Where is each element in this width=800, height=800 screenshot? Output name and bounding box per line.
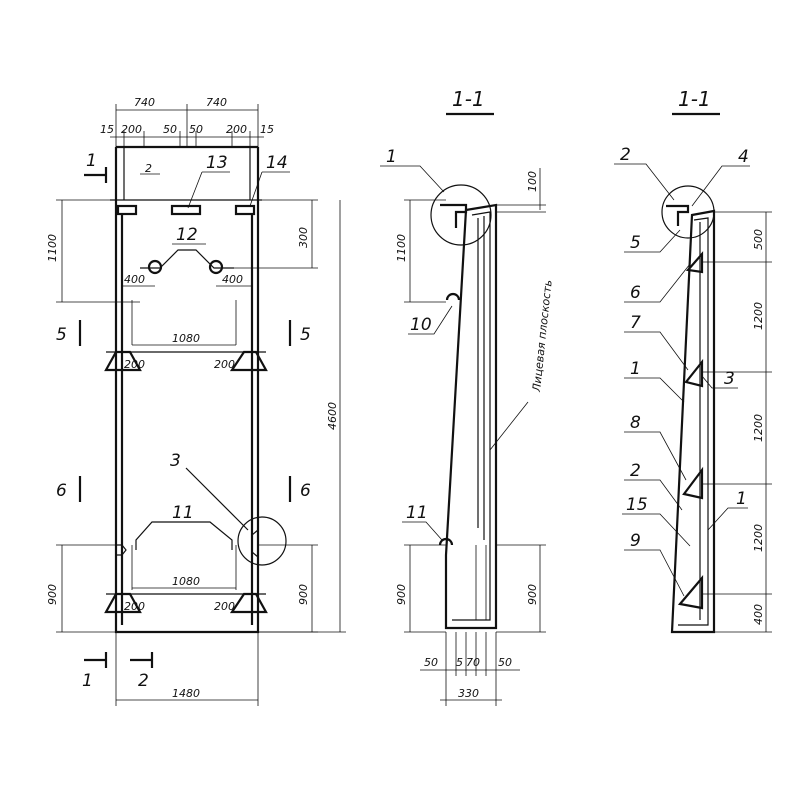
section-b-dim-1200-c: 1200 xyxy=(752,524,765,552)
section-b-callout-3: 3 xyxy=(724,369,735,389)
section-a-dim-900-left: 900 xyxy=(395,584,408,605)
section-a-dim-1100: 1100 xyxy=(395,234,408,262)
section-b-dim-1200-a: 1200 xyxy=(752,302,765,330)
section-b-dim-500: 500 xyxy=(752,229,765,250)
callout-11-plan: 11 xyxy=(172,503,194,523)
dim-inner-200-top-left: 200 xyxy=(124,358,145,371)
section-b: 1-1 500 1200 1200 1200 400 2 4 5 6 7 xyxy=(614,87,772,634)
section-b-callout-4: 4 xyxy=(738,147,749,167)
section-b-callout-1-right: 1 xyxy=(736,489,747,509)
section-b-callout-5: 5 xyxy=(630,233,641,253)
section-a-dim-5: 5 xyxy=(456,656,463,669)
dim-sub-200-right: 200 xyxy=(226,123,247,136)
dim-sub-15-left: 15 xyxy=(100,123,114,136)
dim-inner-1080-bottom: 1080 xyxy=(172,575,200,588)
dim-inner-400-left: 400 xyxy=(124,273,145,286)
section-a-callout-1: 1 xyxy=(386,147,397,167)
plan-view: 740 740 15 200 50 50 200 15 1100 900 300… xyxy=(46,96,346,706)
section-a-callout-11: 11 xyxy=(406,503,428,523)
dim-inner-200-bottom-right: 200 xyxy=(214,600,235,613)
dim-small-2: 2 xyxy=(145,162,152,175)
section-b-callout-8: 8 xyxy=(630,413,641,433)
section-b-callout-7: 7 xyxy=(630,313,641,333)
section-b-callout-2-top: 2 xyxy=(620,145,631,165)
dim-inner-200-top-right: 200 xyxy=(214,358,235,371)
callout-12: 12 xyxy=(176,225,198,245)
dim-top-740-left: 740 xyxy=(134,96,155,109)
cut-mark-1-bottom: 1 xyxy=(82,671,93,691)
section-a-title: 1-1 xyxy=(452,87,485,111)
dim-sub-50-left: 50 xyxy=(163,123,177,136)
dim-inner-400-right: 400 xyxy=(222,273,243,286)
dim-top-740-right: 740 xyxy=(206,96,227,109)
cut-mark-2: 2 xyxy=(138,671,149,691)
section-b-dim-400: 400 xyxy=(752,604,765,625)
cut-mark-5-right: 5 xyxy=(300,325,311,345)
section-a-dim-50-left: 50 xyxy=(424,656,438,669)
section-a-dim-70: 70 xyxy=(466,656,480,669)
dim-overall-4600: 4600 xyxy=(326,402,339,430)
section-b-callout-6: 6 xyxy=(630,283,641,303)
cut-mark-1-top: 1 xyxy=(86,151,97,171)
section-b-dim-1200-b: 1200 xyxy=(752,414,765,442)
dim-sub-50-right: 50 xyxy=(189,123,203,136)
section-a-callout-10: 10 xyxy=(410,315,432,335)
dim-right-300: 300 xyxy=(297,227,310,248)
dim-left-1100: 1100 xyxy=(46,234,59,262)
section-a-dim-330: 330 xyxy=(458,687,479,700)
dim-sub-200-left: 200 xyxy=(121,123,142,136)
dim-inner-1080-top: 1080 xyxy=(172,332,200,345)
cut-mark-5-left: 5 xyxy=(56,325,67,345)
section-a-dim-50-right: 50 xyxy=(498,656,512,669)
dim-left-900: 900 xyxy=(46,584,59,605)
section-b-callout-2-bottom: 2 xyxy=(630,461,641,481)
cut-mark-6-left: 6 xyxy=(56,481,67,501)
section-b-callout-1-left: 1 xyxy=(630,359,641,379)
section-a-dim-900-right: 900 xyxy=(526,584,539,605)
callout-3-plan: 3 xyxy=(170,451,181,471)
section-a-note: Лицевая плоскость xyxy=(530,279,555,393)
dim-right-900: 900 xyxy=(297,584,310,605)
callout-14: 14 xyxy=(266,153,288,173)
dim-bottom-1480: 1480 xyxy=(172,687,200,700)
section-b-title: 1-1 xyxy=(678,87,711,111)
cut-mark-6-right: 6 xyxy=(300,481,311,501)
section-a-dim-100: 100 xyxy=(526,171,539,192)
dim-sub-15-right: 15 xyxy=(260,123,274,136)
callout-13: 13 xyxy=(206,153,228,173)
section-b-callout-9: 9 xyxy=(630,531,641,551)
section-b-callout-15: 15 xyxy=(626,495,648,515)
section-a: 1-1 1100 100 900 900 xyxy=(380,87,555,706)
dim-inner-200-bottom-left: 200 xyxy=(124,600,145,613)
